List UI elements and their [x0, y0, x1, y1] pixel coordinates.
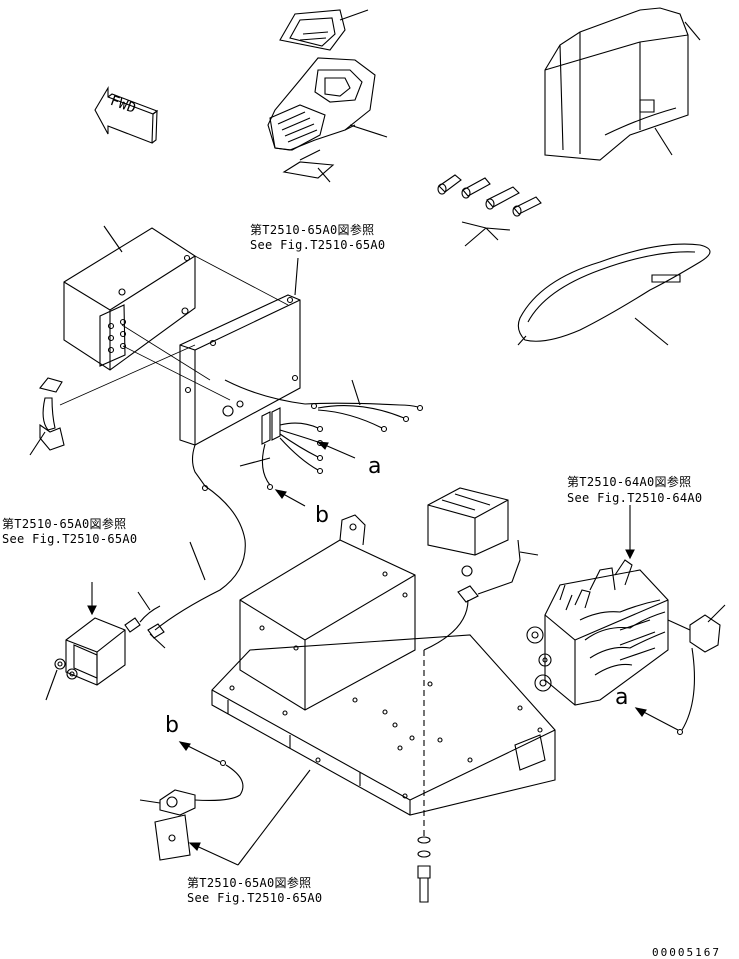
ref-bottom-jp: 第T2510-65A0図参照 [187, 876, 312, 890]
clip-icon [30, 378, 64, 455]
connector-a-label-lower: a [615, 685, 629, 710]
mounting-guide-lines [60, 256, 288, 405]
sensor-icon [140, 742, 310, 865]
cover-box-icon [240, 515, 415, 710]
mounting-bracket-icon [180, 295, 300, 445]
tool-bag-icon [545, 8, 700, 160]
ref-left-en: See Fig.T2510-65A0 [2, 532, 138, 546]
connector-b-label-upper: b [315, 503, 329, 528]
drawing-number: 00005167 [652, 946, 721, 959]
ref-bottom-en: See Fig.T2510-65A0 [187, 891, 323, 905]
belt-icon [518, 244, 710, 345]
ref-left-jp: 第T2510-65A0図参照 [2, 517, 127, 531]
connector-b-label-lower: b [165, 713, 179, 738]
cable-icon [155, 445, 245, 630]
base-frame-icon [212, 635, 555, 815]
ref-right-en: See Fig.T2510-64A0 [567, 491, 703, 505]
fwd-arrow-icon [95, 88, 157, 143]
bolt-icon [418, 650, 430, 902]
connector-a-label-upper: a [368, 454, 382, 479]
control-valve-icon [527, 505, 725, 735]
controller-box-icon [64, 226, 195, 370]
ref-top-en: See Fig.T2510-65A0 [250, 238, 386, 252]
ref-right-jp: 第T2510-64A0図参照 [567, 475, 692, 489]
relay-block-icon [424, 488, 538, 650]
switch-box-icon [46, 582, 165, 700]
ref-leader-line [295, 258, 298, 295]
ref-top-jp: 第T2510-65A0図参照 [250, 223, 375, 237]
fuse-set-icon [438, 175, 541, 246]
wire-harness-icon [225, 380, 423, 506]
remote-control-icon [268, 10, 387, 182]
